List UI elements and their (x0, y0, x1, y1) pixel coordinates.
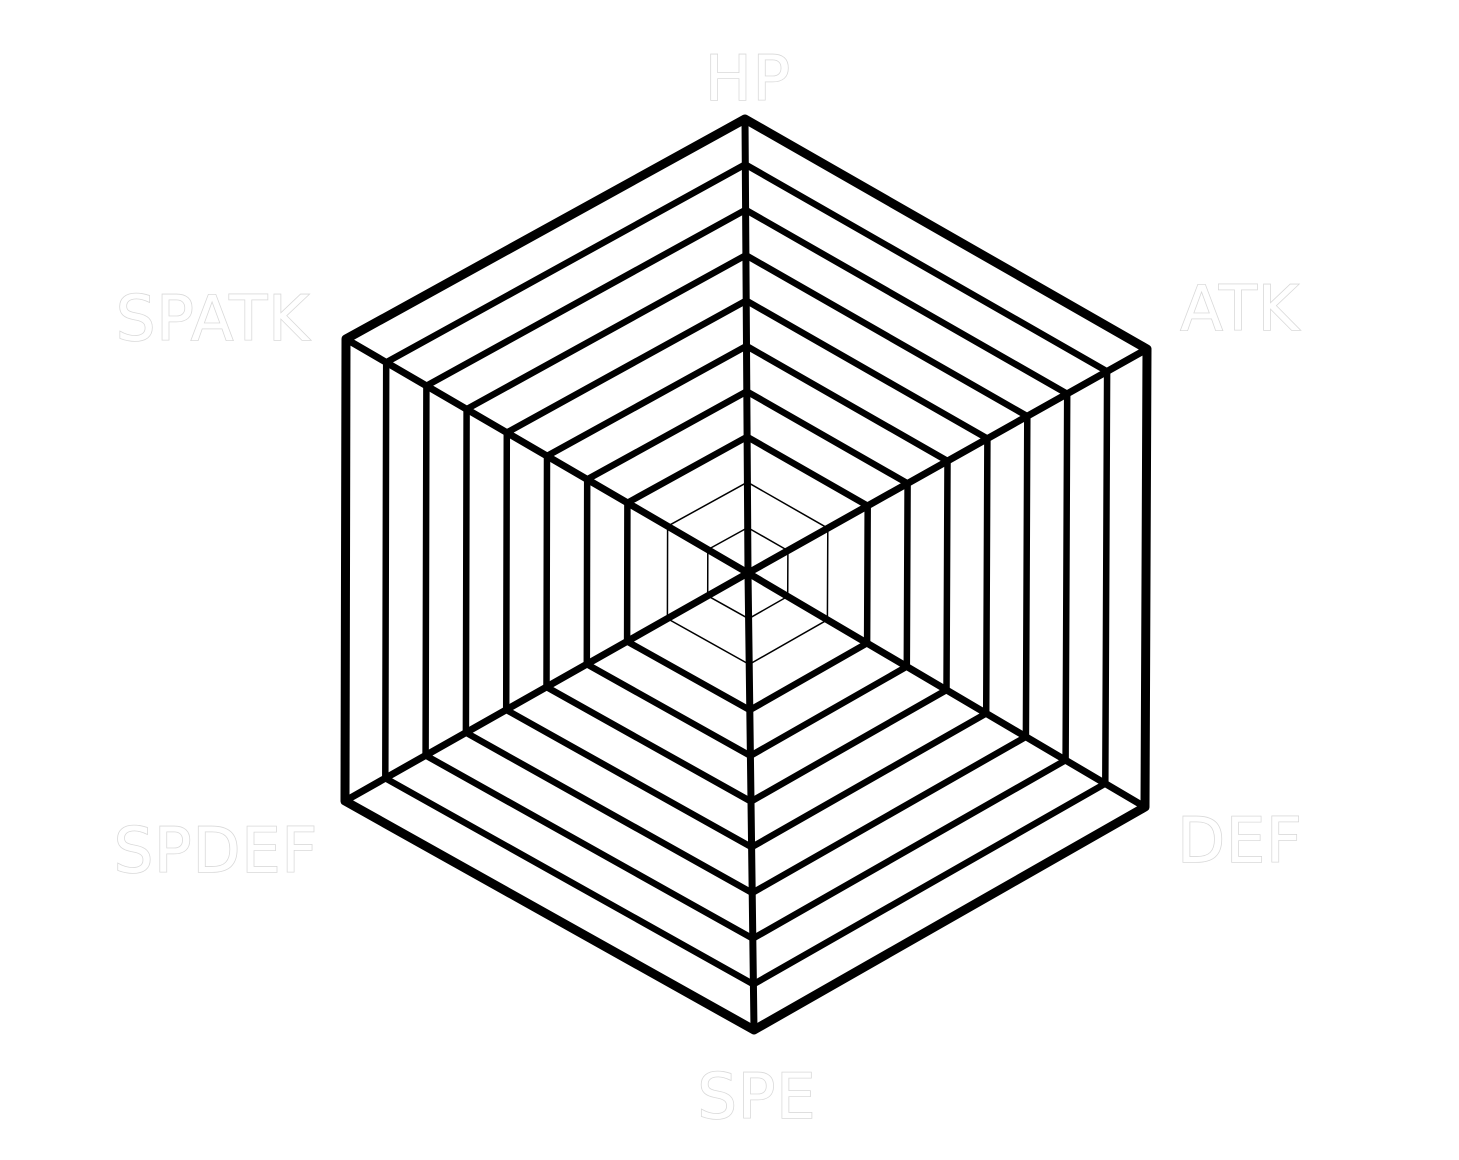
spoke-group (341, 115, 1151, 1034)
axis-label-spatk: SPATK (116, 282, 310, 355)
spoke-spdef (341, 569, 752, 805)
spoke-spatk (342, 335, 752, 577)
spoke-def (744, 569, 1149, 811)
axis-label-spdef: SPDEF (114, 814, 318, 887)
axis-label-spe: SPE (698, 1060, 817, 1133)
axis-label-atk: ATK (1180, 272, 1299, 345)
spoke-hp (741, 115, 752, 577)
spoke-spe (744, 569, 758, 1034)
spoke-atk (744, 345, 1151, 577)
axis-label-hp: HP (705, 42, 791, 115)
axis-label-def: DEF (1177, 804, 1303, 877)
